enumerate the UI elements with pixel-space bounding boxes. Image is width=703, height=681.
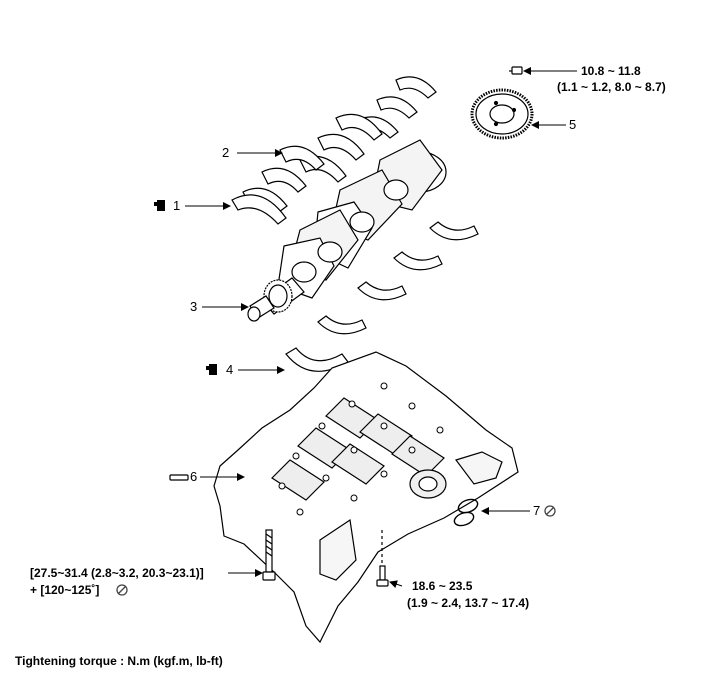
leader-lines [185,67,577,589]
lower-bearing-4 [285,347,349,372]
callout-1: 1 [173,198,181,213]
ladder-bolt-torque-alt: (1.9 ~ 2.4, 13.7 ~ 17.4) [407,596,530,610]
lower-crankcase [213,351,519,644]
callout-2: 2 [222,145,230,160]
callout-6: 6 [190,469,198,484]
flywheel-torque-nm: 10.8 ~ 11.8 [581,64,641,78]
torque-units-caption: Tightening torque : N.m (kgf.m, lb-ft) [15,654,223,668]
main-bolt-torque-angle: + [120~125˚] [30,583,100,597]
callout-7: 7 [533,503,541,518]
main-bearing-bolt [262,529,276,581]
dowel-pin-6 [169,474,189,481]
main-bolt-torque-nm: [27.5~31.4 (2.8~3.2, 20.3~23.1)] [30,566,204,580]
ladder-frame-bolt [376,530,389,587]
flywheel [470,88,534,140]
o-rings [453,498,479,527]
oil-can-icon [154,200,217,375]
ladder-bolt-torque-nm: 18.6 ~ 23.5 [412,579,473,593]
crankcase-bolt-bosses [278,382,444,516]
callout-4: 4 [226,362,234,377]
callout-5: 5 [569,117,577,132]
flywheel-torque-alt: (1.1 ~ 1.2, 8.0 ~ 8.7) [557,80,666,94]
no-reuse-icon [116,505,556,596]
flywheel-bolt [509,66,523,75]
upper-bearing-shells [242,76,437,213]
upper-bearing-1 [231,194,287,225]
crankshaft [247,139,447,322]
callout-3: 3 [190,299,198,314]
lower-bearing-shells [317,221,479,335]
